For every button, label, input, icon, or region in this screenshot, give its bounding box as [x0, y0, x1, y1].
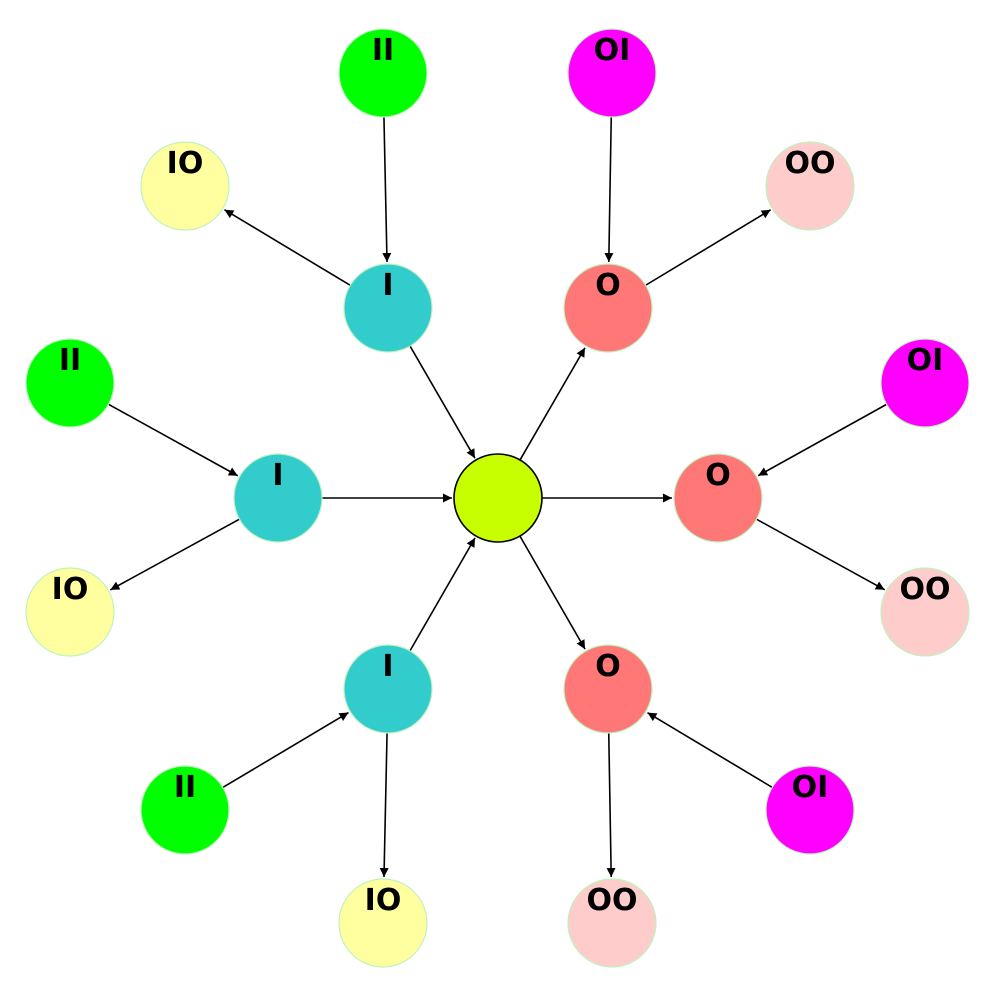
node-circle [765, 141, 855, 231]
node-o-bottom: O [563, 644, 653, 734]
edge-i-bottom-to-io-bottom [379, 732, 389, 878]
node-label: II [59, 343, 81, 378]
edge-layer [108, 116, 887, 878]
node-label: OO [784, 146, 835, 181]
edge-o-right-to-oo-right [756, 518, 886, 591]
node-label: O [705, 458, 731, 493]
node-circle [140, 765, 230, 855]
node-circle [567, 878, 657, 968]
node-o-right: O [673, 453, 763, 543]
node-oi-bottom: OI [765, 765, 855, 855]
node-i-bottom: I [343, 644, 433, 734]
node-i-top: I [343, 263, 433, 353]
node-label: IO [52, 572, 89, 607]
edge-ii-top-to-i-top [382, 116, 392, 263]
node-label: I [382, 649, 393, 684]
node-label: OO [899, 572, 950, 607]
node-ii-left: II [25, 338, 115, 428]
node-label: OO [586, 883, 637, 918]
node-oi-top: OI [567, 28, 657, 118]
edge-i-top-to-io-top [224, 209, 351, 287]
node-circle [25, 338, 115, 428]
edge-i-left-to-io-left [109, 518, 240, 591]
node-oo-right: OO [880, 567, 970, 657]
node-circle [233, 453, 323, 543]
node-label: II [174, 770, 196, 805]
node-center [453, 453, 543, 543]
node-circle [673, 453, 763, 543]
node-circle [563, 644, 653, 734]
node-label: O [595, 268, 621, 303]
node-label: IO [365, 883, 402, 918]
edge-i-top-to-center [409, 345, 476, 459]
node-circle [338, 878, 428, 968]
node-io-bottom: IO [338, 878, 428, 968]
node-o-top: O [563, 263, 653, 353]
edge-i-bottom-to-center [409, 537, 476, 652]
node-oo-top: OO [765, 141, 855, 231]
node-ii-bottom: II [140, 765, 230, 855]
node-ii-top: II [338, 28, 428, 118]
node-io-top: IO [140, 141, 230, 231]
node-label: OI [907, 343, 944, 378]
node-circle [140, 141, 230, 231]
node-circle [765, 765, 855, 855]
node-label: II [372, 33, 394, 68]
node-circle [343, 644, 433, 734]
node-label: I [382, 268, 393, 303]
edge-ii-bottom-to-i-bottom [222, 711, 349, 789]
node-label: OI [792, 770, 829, 805]
edge-oi-top-to-o-top [604, 116, 614, 263]
node-circle [338, 28, 428, 118]
edge-center-to-o-top [519, 347, 586, 461]
edge-ii-left-to-i-left [108, 403, 239, 477]
node-circle [567, 28, 657, 118]
node-i-left: I [233, 453, 323, 543]
node-label: O [595, 649, 621, 684]
node-oo-bottom: OO [567, 878, 657, 968]
edge-oi-bottom-to-o-bottom [647, 711, 773, 789]
node-label: OI [594, 33, 631, 68]
node-circle [343, 263, 433, 353]
node-circle [880, 338, 970, 428]
node-io-left: IO [25, 567, 115, 657]
node-circle [563, 263, 653, 353]
node-oi-right: OI [880, 338, 970, 428]
node-label: IO [167, 146, 204, 181]
edge-o-bottom-to-oo-bottom [606, 732, 616, 878]
edge-o-top-to-oo-top [645, 209, 772, 286]
edge-center-to-o-bottom [519, 535, 586, 650]
node-circle [25, 567, 115, 657]
edge-oi-right-to-o-right [757, 403, 887, 477]
node-circle [453, 453, 543, 543]
node-label: I [272, 458, 283, 493]
node-circle [880, 567, 970, 657]
